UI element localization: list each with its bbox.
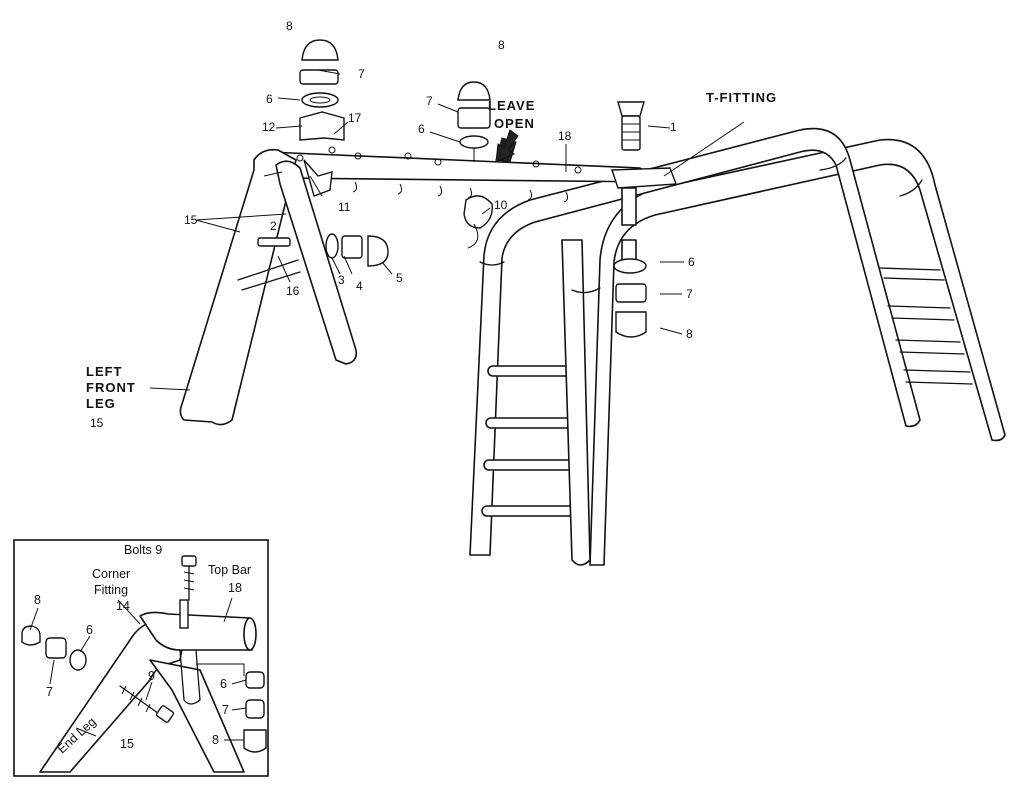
label-3: 3 [338, 273, 345, 287]
label-6c: 6 [688, 255, 695, 269]
label-16: 16 [286, 284, 300, 298]
right-ladder [879, 267, 973, 385]
label-front: FRONT [86, 380, 136, 395]
callout-lines [149, 69, 745, 391]
label-12: 12 [262, 120, 276, 134]
inset-7b: 7 [222, 703, 229, 717]
left-front-leg [179, 148, 358, 426]
label-2: 2 [270, 219, 277, 233]
label-leg-num: 15 [90, 416, 104, 430]
inset-9: 9 [148, 669, 155, 683]
label-7c: 7 [686, 287, 693, 301]
label-7b: 7 [426, 94, 433, 108]
inset-7a: 7 [46, 685, 53, 699]
rear-frame [469, 127, 1006, 566]
label-leg: LEG [86, 396, 116, 411]
label-6b: 6 [418, 122, 425, 136]
label-leave: LEAVE [488, 98, 535, 113]
label-10: 10 [494, 198, 508, 212]
inset-6a: 6 [86, 623, 93, 637]
left-ladder [481, 239, 591, 566]
hardware-side [257, 233, 389, 267]
label-8b: 8 [498, 38, 505, 52]
label-7a: 7 [358, 67, 365, 81]
inset-top-bar: Top Bar [208, 563, 251, 577]
label-15: 15 [184, 213, 198, 227]
inset-corner: Corner [92, 567, 130, 581]
label-11: 11 [338, 200, 351, 214]
label-left: LEFT [86, 364, 123, 379]
inset-top-bar-num: 18 [228, 581, 242, 595]
label-6a: 6 [266, 92, 273, 106]
main-labels: 8 7 6 12 17 8 7 6 LEAVE OPEN 18 1 T-FITT… [86, 19, 777, 430]
hardware-right [613, 101, 647, 338]
inset-fitting: Fitting [94, 583, 128, 597]
label-8c: 8 [686, 327, 693, 341]
label-18: 18 [558, 129, 572, 143]
inset-corner-num: 14 [116, 599, 130, 613]
inset-6b: 6 [220, 677, 227, 691]
inset-detail: Bolts 9 Corner Fitting 14 Top Bar 18 8 6… [13, 539, 269, 777]
hardware-center [457, 81, 517, 249]
inset-8b: 8 [212, 733, 219, 747]
label-t-fitting: T-FITTING [706, 90, 777, 105]
label-open: OPEN [494, 116, 535, 131]
hardware-left [299, 39, 345, 197]
inset-end-leg-num: 15 [120, 737, 134, 751]
leave-open-arrow [495, 129, 519, 163]
t-fitting [611, 167, 677, 189]
label-1: 1 [670, 120, 677, 134]
label-5: 5 [396, 271, 403, 285]
label-4: 4 [356, 279, 363, 293]
inset-8a: 8 [34, 593, 41, 607]
inset-bolts: Bolts 9 [124, 543, 162, 557]
label-17: 17 [348, 111, 362, 125]
label-8a: 8 [286, 19, 293, 33]
